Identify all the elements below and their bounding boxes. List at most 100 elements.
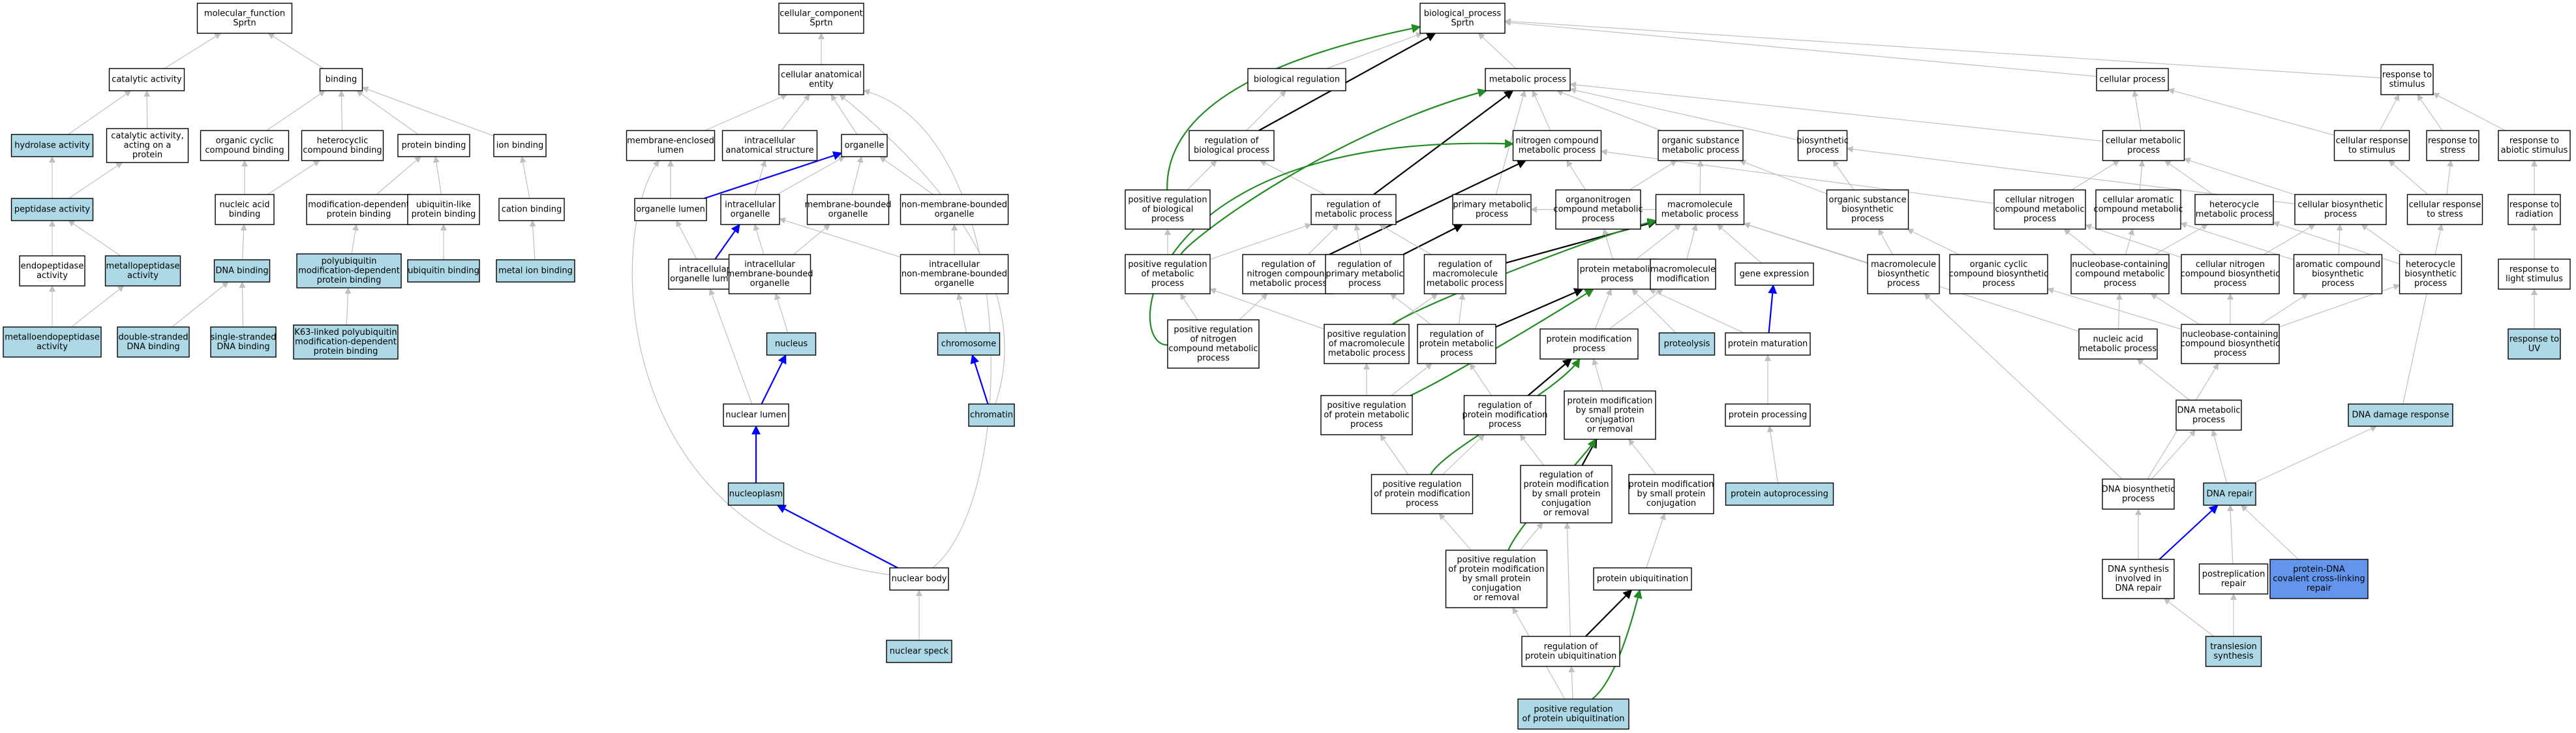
- go-term-node[interactable]: cation binding: [498, 198, 565, 221]
- go-term-node[interactable]: ubiquitin binding: [407, 259, 480, 283]
- go-term-node[interactable]: organelle lumen: [634, 198, 707, 221]
- go-term-node[interactable]: biological regulation: [1247, 68, 1346, 91]
- go-term-node[interactable]: hydrolase activity: [10, 134, 94, 157]
- go-term-node[interactable]: nucleus: [766, 332, 817, 356]
- go-term-node[interactable]: protein autoprocessing: [1725, 482, 1834, 506]
- go-term-node[interactable]: ion binding: [493, 134, 547, 157]
- go-term-node[interactable]: nuclear lumen: [723, 403, 789, 427]
- go-term-node[interactable]: binding: [319, 68, 363, 91]
- go-term-node[interactable]: protein processing: [1725, 403, 1811, 427]
- go-term-node[interactable]: gene expression: [1735, 262, 1814, 286]
- go-term-node[interactable]: cellular process: [2096, 68, 2169, 91]
- go-term-node[interactable]: peptidase activity: [10, 198, 94, 221]
- go-term-node[interactable]: metal ion binding: [496, 259, 575, 283]
- go-term-node[interactable]: intracellularnon-membrane-boundedorganel…: [900, 254, 1009, 294]
- go-term-node[interactable]: K63-linked polyubiquitinmodification-dep…: [293, 324, 399, 360]
- go-term-node[interactable]: chromosome: [937, 332, 1001, 356]
- go-term-node[interactable]: nucleoplasm: [727, 482, 785, 506]
- go-term-node[interactable]: DNA damage response: [2348, 403, 2453, 427]
- go-term-node[interactable]: chromatin: [968, 403, 1015, 427]
- go-term-node[interactable]: nuclear body: [889, 567, 949, 591]
- go-term-node[interactable]: protein binding: [397, 134, 470, 157]
- go-term-node[interactable]: protein maturation: [1725, 332, 1811, 356]
- go-term-node[interactable]: metabolic process: [1485, 68, 1571, 91]
- go-term-node[interactable]: protein ubiquitination: [1593, 567, 1692, 591]
- go-term-node[interactable]: proteolysis: [1658, 332, 1716, 356]
- go-term-node[interactable]: nuclear speck: [886, 640, 952, 663]
- go-term-node[interactable]: polyubiquitinmodification-dependentprote…: [296, 253, 402, 289]
- go-term-node[interactable]: DNA binding: [213, 259, 271, 283]
- go-term-node[interactable]: organelle: [841, 134, 888, 157]
